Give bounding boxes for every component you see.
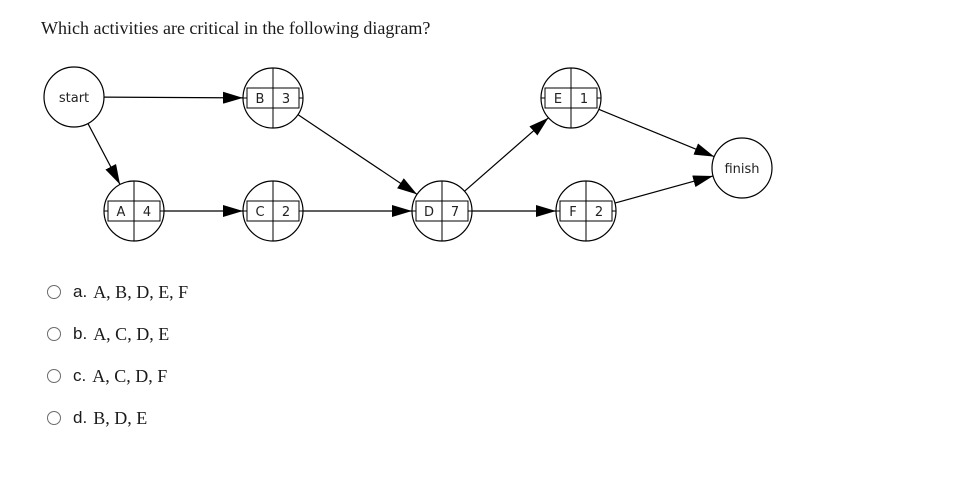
node-c-letter: C — [255, 205, 264, 220]
arrow-f-to-finish — [614, 175, 714, 204]
arrow-e-to-finish — [598, 108, 715, 158]
node-f-letter: F — [569, 205, 576, 220]
option-b-letter: b. — [73, 324, 88, 343]
option-a-text: A, B, D, E, F — [93, 281, 189, 302]
question-text: Which activities are critical in the fol… — [41, 18, 431, 38]
node-e-duration: 1 — [580, 92, 588, 107]
node-b-letter: B — [256, 92, 265, 107]
option-b-radio[interactable] — [47, 327, 61, 341]
arrow-d-to-e — [464, 117, 549, 192]
node-d-letter: D — [424, 205, 434, 220]
option-a-letter: a. — [73, 282, 88, 301]
node-e-letter: E — [554, 92, 562, 107]
start-node — [43, 66, 105, 128]
node-d-duration: 7 — [451, 205, 459, 220]
option-d-radio[interactable] — [47, 411, 61, 425]
arrow-b-to-d — [297, 114, 418, 195]
node-f-duration: 2 — [595, 205, 603, 220]
option-a[interactable]: a. A, B, D, E, F — [47, 271, 188, 313]
finish-node — [711, 137, 773, 199]
node-a-letter: A — [117, 205, 126, 220]
arrow-start-to-b — [103, 91, 244, 104]
option-b[interactable]: b. A, C, D, E — [47, 313, 188, 355]
option-c-letter: c. — [73, 366, 87, 385]
start-label: start — [59, 91, 89, 106]
node-a-duration: 4 — [143, 205, 151, 220]
option-d-letter: d. — [73, 408, 88, 427]
arrow-start-to-a — [87, 123, 121, 185]
option-d[interactable]: d. B, D, E — [47, 397, 188, 439]
option-c[interactable]: c. A, C, D, F — [47, 355, 188, 397]
option-d-text: B, D, E — [93, 407, 148, 428]
finish-label: finish — [724, 162, 759, 177]
option-c-text: A, C, D, F — [92, 365, 168, 386]
node-c-duration: 2 — [282, 205, 290, 220]
option-c-radio[interactable] — [47, 369, 61, 383]
option-a-radio[interactable] — [47, 285, 61, 299]
node-b-duration: 3 — [282, 92, 290, 107]
answer-options: a. A, B, D, E, F b. A, C, D, E c. A, C, … — [47, 271, 188, 439]
option-b-text: A, C, D, E — [93, 323, 170, 344]
